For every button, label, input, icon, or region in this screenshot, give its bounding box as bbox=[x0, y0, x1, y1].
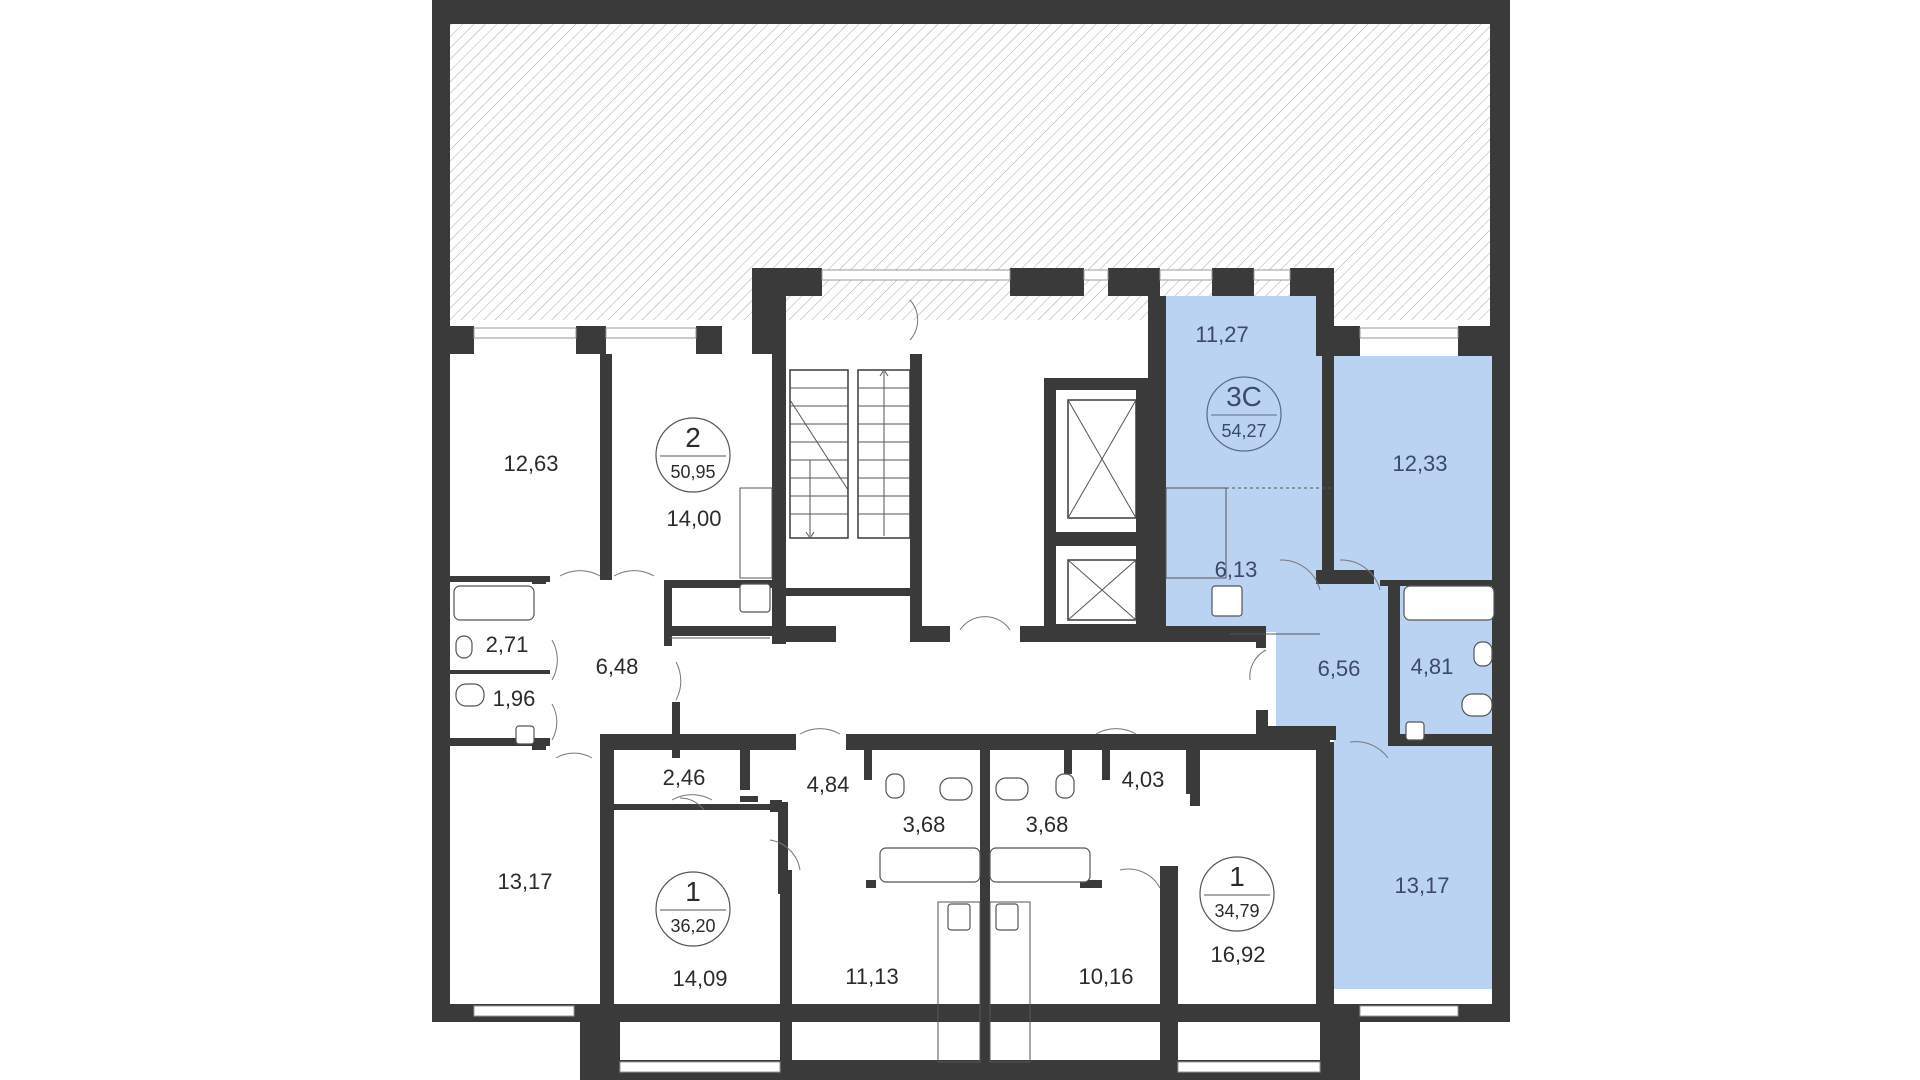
apartment-type-1a: 1 bbox=[685, 876, 701, 907]
outer-walls bbox=[432, 0, 1510, 1080]
doors bbox=[551, 299, 1389, 889]
apartment-badge-3c: 3С 54,27 bbox=[1206, 376, 1282, 452]
room-area-label: 10,16 bbox=[1078, 964, 1133, 989]
apartment-type-2: 2 bbox=[685, 422, 701, 453]
room-area-label: 6,48 bbox=[596, 654, 639, 679]
room-area-label: 13,17 bbox=[1394, 873, 1449, 898]
room-labels: 12,63 14,00 2,71 1,96 6,48 2,46 13,17 14… bbox=[486, 322, 1454, 991]
apartment-badge-1a: 1 36,20 bbox=[655, 871, 731, 947]
apartment-3c-highlight bbox=[1166, 296, 1494, 989]
windows bbox=[473, 269, 1459, 1073]
room-area-label: 11,13 bbox=[845, 964, 898, 989]
room-area-label: 2,46 bbox=[663, 765, 706, 790]
room-area-label: 6,13 bbox=[1215, 557, 1258, 582]
apartment-area-1b: 34,79 bbox=[1214, 901, 1259, 921]
room-area-label: 13,17 bbox=[497, 869, 552, 894]
room-area-label: 12,33 bbox=[1392, 451, 1447, 476]
room-area-label: 1,96 bbox=[493, 686, 536, 711]
room-area-label: 12,63 bbox=[503, 451, 558, 476]
inner-walls bbox=[432, 268, 1510, 1080]
room-area-label: 14,09 bbox=[672, 966, 727, 991]
room-area-label: 6,56 bbox=[1318, 656, 1361, 681]
room-area-label: 16,92 bbox=[1210, 942, 1265, 967]
apartment-type-3c: 3С bbox=[1226, 381, 1262, 412]
room-area-label: 4,84 bbox=[807, 772, 850, 797]
stairs bbox=[789, 369, 911, 539]
elevators bbox=[1067, 399, 1137, 621]
apartment-badge-1b: 1 34,79 bbox=[1199, 856, 1275, 932]
apartment-area-2: 50,95 bbox=[670, 462, 715, 482]
apartment-area-1a: 36,20 bbox=[670, 916, 715, 936]
apartment-badge-2: 2 50,95 bbox=[655, 417, 731, 493]
room-area-label: 2,71 bbox=[486, 632, 529, 657]
room-area-label: 4,81 bbox=[1411, 654, 1454, 679]
fixtures bbox=[453, 487, 1495, 1063]
apartment-type-1b: 1 bbox=[1229, 861, 1245, 892]
room-area-label: 11,27 bbox=[1195, 322, 1248, 347]
room-area-label: 3,68 bbox=[903, 812, 946, 837]
room-area-label: 14,00 bbox=[666, 506, 721, 531]
room-area-label: 4,03 bbox=[1122, 767, 1165, 792]
apartment-area-3c: 54,27 bbox=[1221, 421, 1266, 441]
room-area-label: 3,68 bbox=[1026, 812, 1069, 837]
